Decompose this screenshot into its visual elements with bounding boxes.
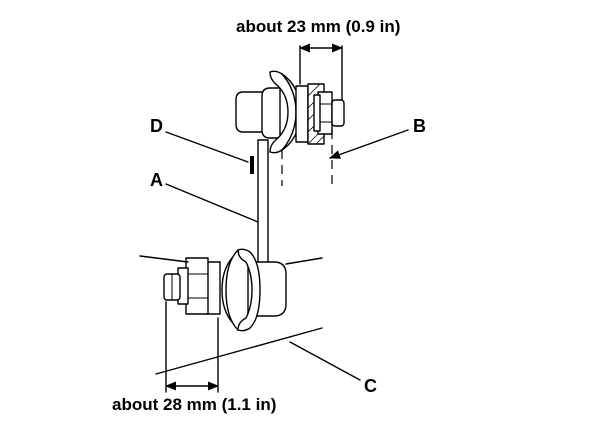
callout-c-label: C	[364, 376, 377, 396]
callout-a-label: A	[150, 170, 163, 190]
callout-a: A	[150, 170, 259, 223]
lower-ball-joint	[163, 248, 287, 332]
callout-c: C	[289, 341, 377, 396]
dimension-bottom-label: about 28 mm (1.1 in)	[112, 395, 276, 414]
stabilizer-bar	[139, 255, 323, 375]
callout-b-label: B	[413, 116, 426, 136]
callout-d-label: D	[150, 116, 163, 136]
upper-ball-joint	[235, 70, 345, 154]
dimension-top	[281, 43, 344, 186]
dimension-top-label: about 23 mm (0.9 in)	[236, 17, 400, 36]
alignment-mark	[250, 156, 254, 174]
callout-d: D	[150, 116, 249, 163]
link-rod	[250, 139, 269, 265]
callout-b: B	[328, 116, 426, 159]
dimension-bottom	[164, 301, 220, 393]
